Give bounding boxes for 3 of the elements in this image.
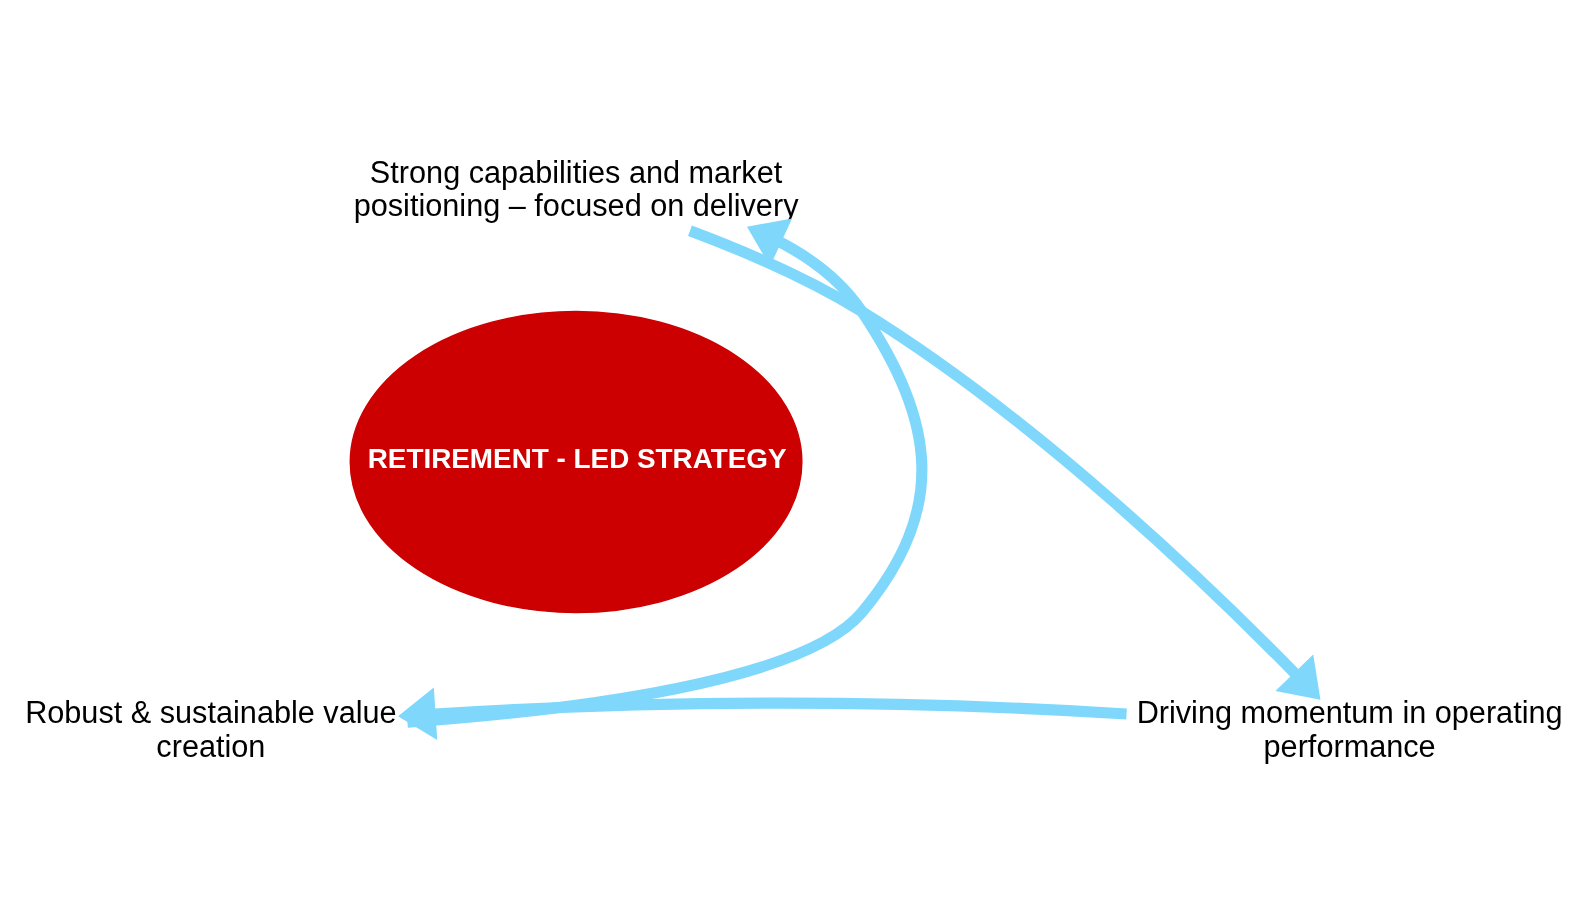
node-text: Strong capabilities and market positioning – focused on delivery — [353, 154, 799, 222]
node-text: Driving momentum in operating performance — [1136, 694, 1563, 763]
node-text: Robust & sustainable value creation — [25, 694, 397, 763]
